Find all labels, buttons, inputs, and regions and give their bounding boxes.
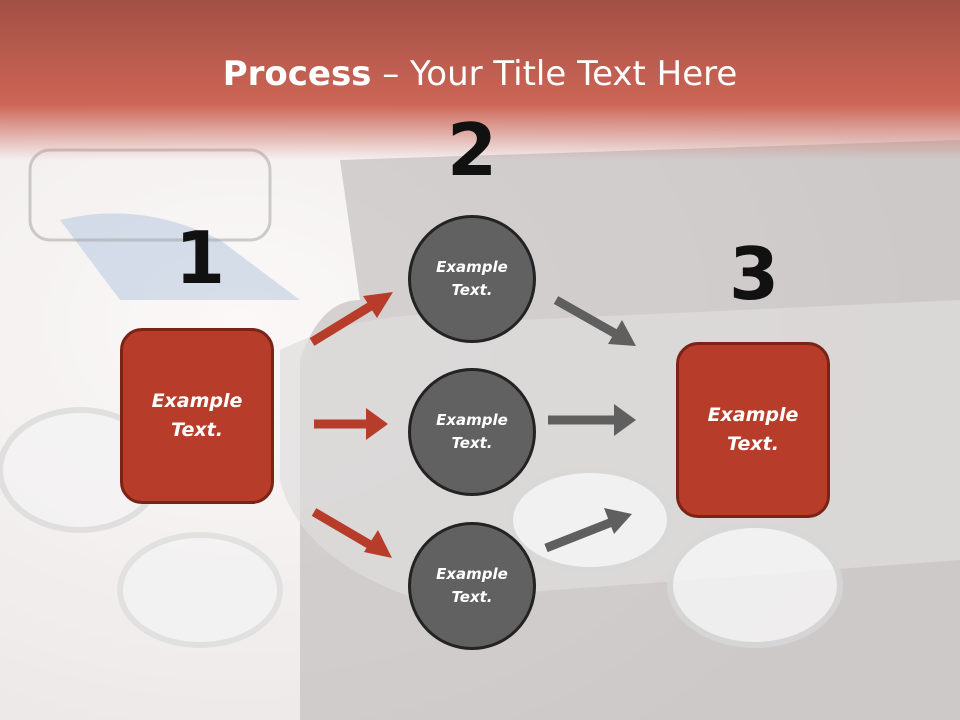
start-box-line1: Example [151, 390, 243, 412]
title-bold: Process [222, 54, 372, 94]
step-number-1: 1 [174, 216, 226, 300]
circle-1-line2: Text. [451, 281, 493, 299]
start-box-line2: Text. [171, 419, 223, 441]
circle-1-line1: Example [436, 258, 508, 276]
step-number-3: 3 [728, 232, 780, 316]
step-number-2: 2 [446, 108, 498, 192]
title-rest: – Your Title Text Here [371, 54, 738, 94]
slide-title: Process – Your Title Text Here [0, 52, 960, 96]
circle-3-line1: Example [436, 565, 508, 583]
end-box-line1: Example [707, 404, 799, 426]
circle-2-line2: Text. [451, 434, 493, 452]
end-box-line2: Text. [727, 433, 779, 455]
circle-3-line2: Text. [451, 588, 493, 606]
circle-2-line1: Example [436, 411, 508, 429]
